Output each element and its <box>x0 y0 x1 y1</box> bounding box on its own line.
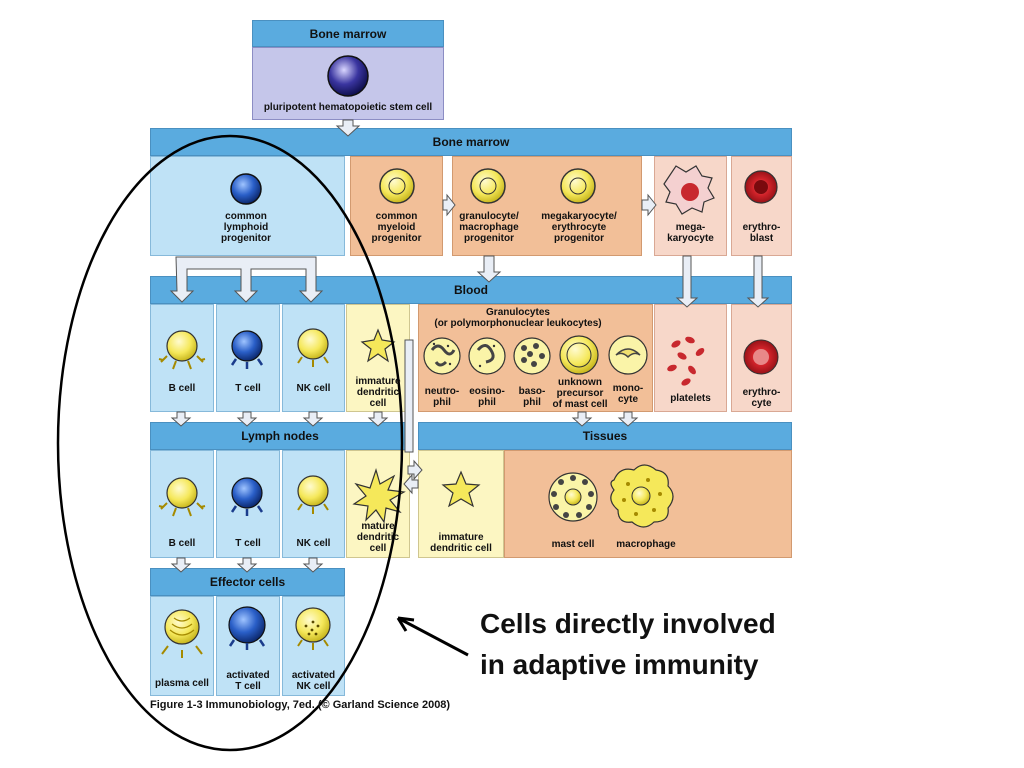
header-bone-marrow-top: Bone marrow <box>252 20 444 47</box>
header-tissues: Tissues <box>418 422 792 450</box>
activated-nk-cell-icon <box>295 607 331 650</box>
arrow-stem-to-marrow <box>335 119 361 137</box>
header-effector-cells: Effector cells <box>150 568 345 596</box>
mature-dendritic-label: mature dendritic cell <box>356 521 400 554</box>
neutrophil-label: neutro- phil <box>424 386 460 408</box>
basophil-label: baso- phil <box>518 386 546 408</box>
activated-t-cell-label: activated T cell <box>226 670 270 692</box>
annotation-line-2: in adaptive immunity <box>480 649 759 680</box>
macrophage-granules <box>622 478 662 516</box>
arrow-dendritic-to-tissue <box>407 459 423 481</box>
erythrocyte-label: erythro- cyte <box>742 387 781 409</box>
erythrocyte-icon <box>743 339 779 375</box>
flow-arrows <box>169 119 770 573</box>
blood-dendritic-icon <box>360 328 396 363</box>
arrow-t-down <box>236 411 258 427</box>
blood-nk-cell-label: NK cell <box>296 383 331 394</box>
plasma-cell-label: plasma cell <box>155 678 209 689</box>
adaptive-immunity-ellipse <box>56 134 404 752</box>
blood-nk-cell-icon <box>297 328 329 367</box>
blood-t-cell-icon <box>230 330 264 369</box>
tissue-dendritic-label: immature dendritic cell <box>430 532 492 554</box>
arrow-eff-b-down <box>170 557 192 573</box>
unknown-precursor-label: unknown precursor of mast cell <box>552 377 608 410</box>
plasma-cell-icon <box>161 609 203 658</box>
stem-cell-label: pluripotent hematopoietic stem cell <box>263 102 433 113</box>
lymph-b-cell-panel <box>150 450 214 558</box>
lymph-t-cell-icon <box>230 477 264 516</box>
annotation-arrow <box>396 616 469 657</box>
arrow-dendritic-down <box>367 411 389 427</box>
lymph-t-cell-label: T cell <box>235 538 261 549</box>
me-progenitor-label: megakaryocyte/ erythrocyte progenitor <box>541 211 617 244</box>
me-progenitor-icon <box>560 168 596 204</box>
neutrophil-icon <box>423 337 461 375</box>
arrow-mega-to-platelets <box>675 255 699 308</box>
lymph-b-cell-label: B cell <box>168 538 196 549</box>
granulocytes-title: Granulocytes (or polymorphonuclear leuko… <box>434 307 602 329</box>
lymph-nk-cell-label: NK cell <box>296 538 331 549</box>
monocyte-icon <box>608 335 648 375</box>
eosinophil-icon <box>468 337 506 375</box>
blood-dendritic-label: immature dendritic cell <box>355 376 401 409</box>
arrow-myeloid-to-gm <box>442 193 456 217</box>
lymph-nk-cell-icon <box>297 475 329 514</box>
tissue-dendritic-panel <box>418 450 504 558</box>
lymphoid-progenitor-label: common lymphoid progenitor <box>221 211 271 244</box>
tissue-dendritic-icon <box>441 470 481 508</box>
lymph-b-cell-icon <box>158 477 206 517</box>
activated-t-cell-icon <box>228 606 266 650</box>
lymphoid-progenitor-icon <box>230 173 262 205</box>
mast-cell-icon <box>548 472 598 522</box>
arrow-eff-t-down <box>236 557 258 573</box>
arrow-me-to-mega <box>641 193 657 217</box>
activated-nk-cell-label: activated NK cell <box>291 670 336 692</box>
basophil-icon <box>513 337 551 375</box>
platelets-label: platelets <box>670 393 711 404</box>
blood-b-cell-label: B cell <box>168 383 196 394</box>
platelets-panel <box>654 304 727 412</box>
annotation-line-1: Cells directly involved <box>480 608 776 639</box>
mast-cell-label: mast cell <box>551 539 595 550</box>
myeloid-progenitor-label: common myeloid progenitor <box>371 211 422 244</box>
megakaryocyte-label: mega- karyocyte <box>667 222 714 244</box>
arrow-tissue-to-lymph <box>403 473 419 495</box>
arrow-gm-to-blood <box>476 255 502 283</box>
eosinophil-label: eosino- phil <box>469 386 505 408</box>
arrow-monocyte-down <box>617 411 639 427</box>
arrow-precursor-down <box>571 411 593 427</box>
gm-progenitor-icon <box>470 168 506 204</box>
gm-progenitor-label: granulocyte/ macrophage progenitor <box>459 211 519 244</box>
myeloid-progenitor-icon <box>379 168 415 204</box>
macrophage-label: macrophage <box>616 539 676 550</box>
blood-b-cell-icon <box>158 330 206 370</box>
arrow-lymphoid-split <box>169 256 324 303</box>
arrow-erythroblast-to-erythrocyte <box>746 255 770 308</box>
header-lymph-nodes: Lymph nodes <box>150 422 410 450</box>
arrow-b-down <box>170 411 192 427</box>
stem-cell-icon <box>327 55 369 97</box>
mature-dendritic-icon <box>352 467 406 524</box>
unknown-precursor-icon <box>559 335 599 375</box>
arrow-dendritic-right <box>404 339 414 453</box>
monocyte-label: mono- cyte <box>612 383 644 405</box>
platelets-icon <box>667 336 705 386</box>
arrow-eff-nk-down <box>302 557 324 573</box>
blood-t-cell-label: T cell <box>235 383 261 394</box>
header-bone-marrow-mid: Bone marrow <box>150 128 792 156</box>
erythroblast-label: erythro- blast <box>742 222 781 244</box>
figure-caption: Figure 1-3 Immunobiology, 7ed. (© Garlan… <box>150 699 451 711</box>
arrow-nk-down <box>302 411 324 427</box>
